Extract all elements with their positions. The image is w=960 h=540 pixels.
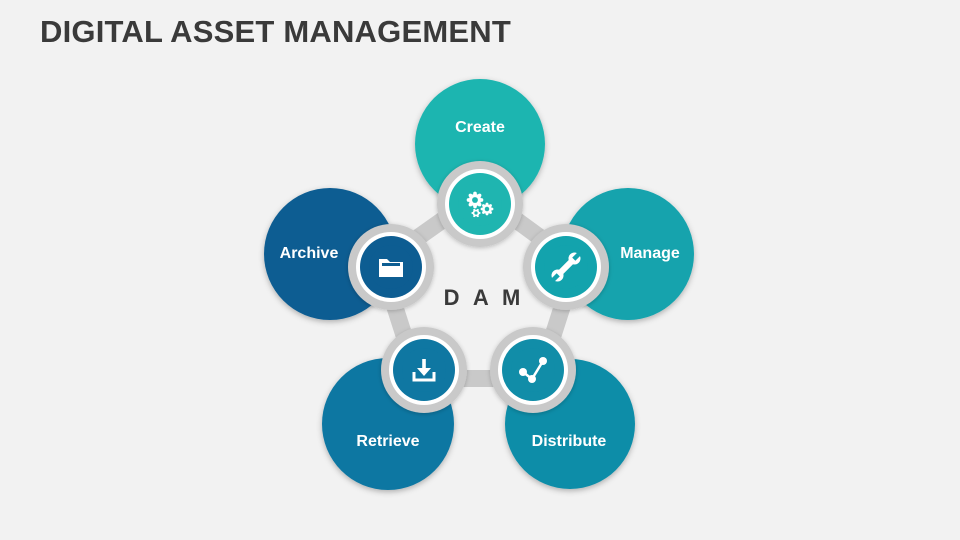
stage-label-manage: Manage xyxy=(620,245,680,262)
stage-node-distribute xyxy=(490,327,576,413)
folder-icon xyxy=(379,259,403,277)
wrench-icon xyxy=(551,252,581,282)
stage-node-create xyxy=(437,161,523,247)
download-icon xyxy=(412,359,436,382)
gears-icon xyxy=(466,191,494,218)
stage-node-retrieve xyxy=(381,327,467,413)
stage-node-archive xyxy=(348,224,434,310)
share-nodes-icon xyxy=(519,357,547,383)
stage-node-manage xyxy=(523,224,609,310)
center-hub-fill xyxy=(421,240,537,356)
slide-title: DIGITAL ASSET MANAGEMENT xyxy=(40,14,511,49)
stage-label-archive: Archive xyxy=(280,245,339,262)
center-label: D A M xyxy=(444,285,525,310)
stage-label-distribute: Distribute xyxy=(532,433,607,450)
stage-label-create: Create xyxy=(455,119,505,136)
stage-label-retrieve: Retrieve xyxy=(356,433,419,450)
